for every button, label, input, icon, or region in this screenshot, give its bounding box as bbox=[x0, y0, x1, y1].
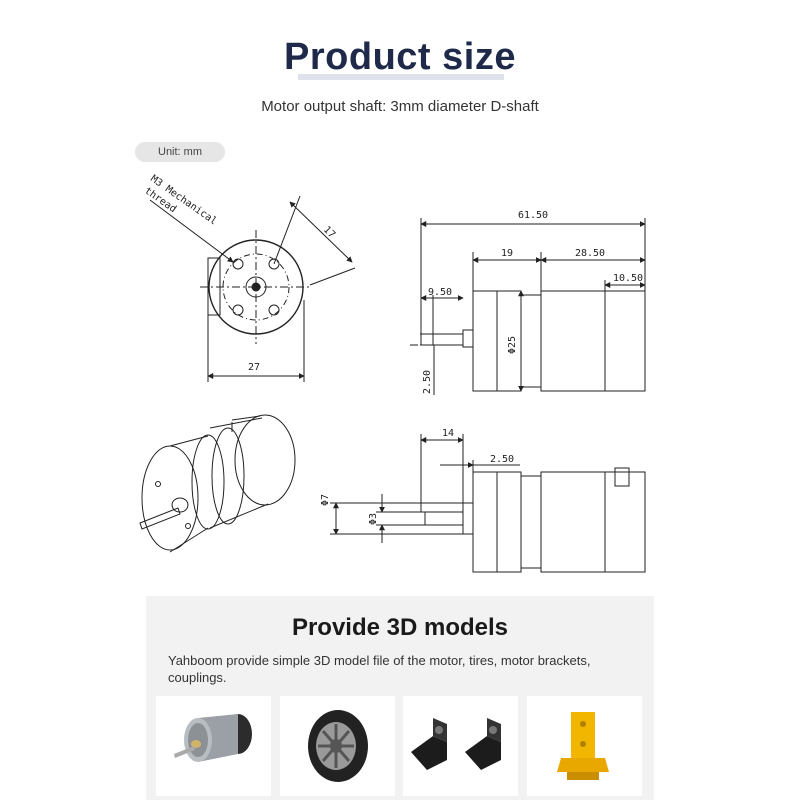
panel-title: Provide 3D models bbox=[291, 614, 509, 641]
coupling-model-icon bbox=[557, 712, 609, 780]
dim-61-50-label: 61.50 bbox=[518, 210, 548, 221]
title-underline bbox=[298, 74, 504, 80]
dim-phi3-label: Φ3 bbox=[368, 513, 379, 525]
dim-2-50-vertical-label: 2.50 bbox=[422, 370, 433, 394]
panel-description: Yahboom provide simple 3D model file of … bbox=[168, 653, 591, 685]
dim-27-label: 27 bbox=[248, 362, 260, 373]
page-subtitle: Motor output shaft: 3mm diameter D-shaft bbox=[261, 98, 539, 115]
3d-models-panel: Provide 3D models Yahboom provide simple… bbox=[146, 596, 654, 800]
bracket-model-icon bbox=[411, 718, 501, 770]
dim-14-label: 14 bbox=[442, 428, 454, 439]
side-view bbox=[410, 218, 646, 395]
dim-28-50-label: 28.50 bbox=[575, 248, 605, 259]
isometric-motor-sketch bbox=[139, 414, 296, 553]
dim-9-50-label: 9.50 bbox=[428, 287, 452, 298]
bracket-model-thumbnail bbox=[403, 696, 518, 796]
dim-10-50-label: 10.50 bbox=[613, 273, 643, 284]
dim-phi25-label: Φ25 bbox=[507, 336, 518, 354]
dim-2-50-label: 2.50 bbox=[490, 454, 514, 465]
tire-model-icon bbox=[308, 710, 368, 782]
page-title: Product size bbox=[284, 36, 516, 78]
technical-drawing: 27 17 M3 Mechanical thread 61.50 19 bbox=[139, 173, 646, 573]
motor-model-thumbnail bbox=[156, 696, 271, 796]
tire-model-thumbnail bbox=[280, 696, 395, 796]
dim-17-label: 17 bbox=[321, 224, 337, 240]
shaft-view bbox=[330, 434, 646, 573]
front-view bbox=[149, 195, 356, 382]
motor-model-icon bbox=[174, 714, 252, 762]
dim-19-label: 19 bbox=[501, 248, 513, 259]
coupling-model-thumbnail bbox=[527, 696, 642, 796]
dim-phi7-label: Φ7 bbox=[320, 494, 331, 506]
unit-badge: Unit: mm bbox=[135, 142, 225, 162]
